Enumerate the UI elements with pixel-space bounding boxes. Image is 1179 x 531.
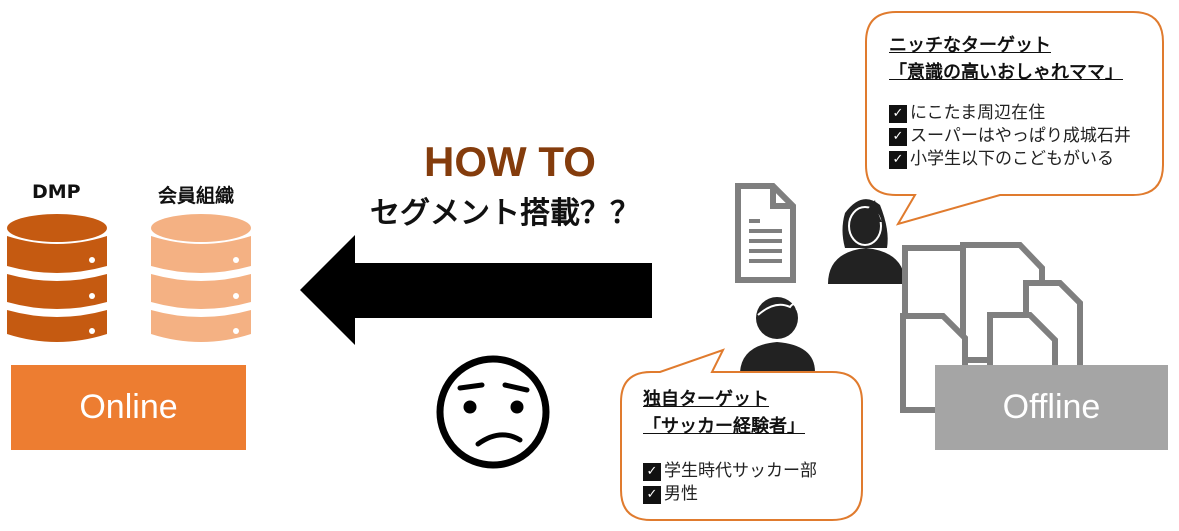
bottom-speech-bubble [620, 348, 863, 521]
bubble-title: ニッチなターゲット [889, 35, 1051, 56]
checkbox-icon: ✓ [643, 485, 661, 504]
checklist-item: ✓にこたま周辺在住 [889, 102, 1131, 125]
bottom-bubble-content: 独自ターゲット 「サッカー経験者」 ✓学生時代サッカー部 ✓男性 [643, 386, 817, 506]
man-avatar-icon [740, 297, 815, 372]
checkbox-icon: ✓ [889, 104, 907, 123]
offline-box: Offline [935, 365, 1168, 450]
woman-avatar-icon [828, 199, 905, 284]
bubble-title: 「サッカー経験者」 [643, 416, 805, 437]
dmp-label: DMP [32, 181, 81, 203]
dmp-database-icon [7, 214, 107, 342]
bubble-title: 「意識の高いおしゃれママ」 [889, 62, 1123, 83]
top-speech-bubble [865, 11, 1164, 226]
top-bubble-content: ニッチなターゲット 「意識の高いおしゃれママ」 ✓にこたま周辺在住 ✓スーパーは… [889, 32, 1131, 171]
document-icon [735, 183, 796, 283]
bubble-title: 独自ターゲット [643, 389, 769, 410]
segment-question: セグメント搭載？？ [370, 196, 640, 231]
member-database-icon [151, 214, 251, 342]
checklist-item: ✓小学生以下のこどもがいる [889, 148, 1131, 171]
checklist-item: ✓スーパーはやっぱり成城石井 [889, 125, 1131, 148]
checkbox-icon: ✓ [643, 462, 661, 481]
checklist-item: ✓学生時代サッカー部 [643, 460, 817, 483]
checkbox-icon: ✓ [889, 127, 907, 146]
online-box: Online [11, 365, 246, 450]
checkbox-icon: ✓ [889, 150, 907, 169]
checklist-item: ✓男性 [643, 483, 817, 506]
confused-face-icon [436, 355, 550, 469]
member-organization-label: 会員組織 [158, 185, 235, 207]
left-arrow-icon [300, 235, 652, 345]
how-to-title: HOW TO [424, 138, 596, 185]
